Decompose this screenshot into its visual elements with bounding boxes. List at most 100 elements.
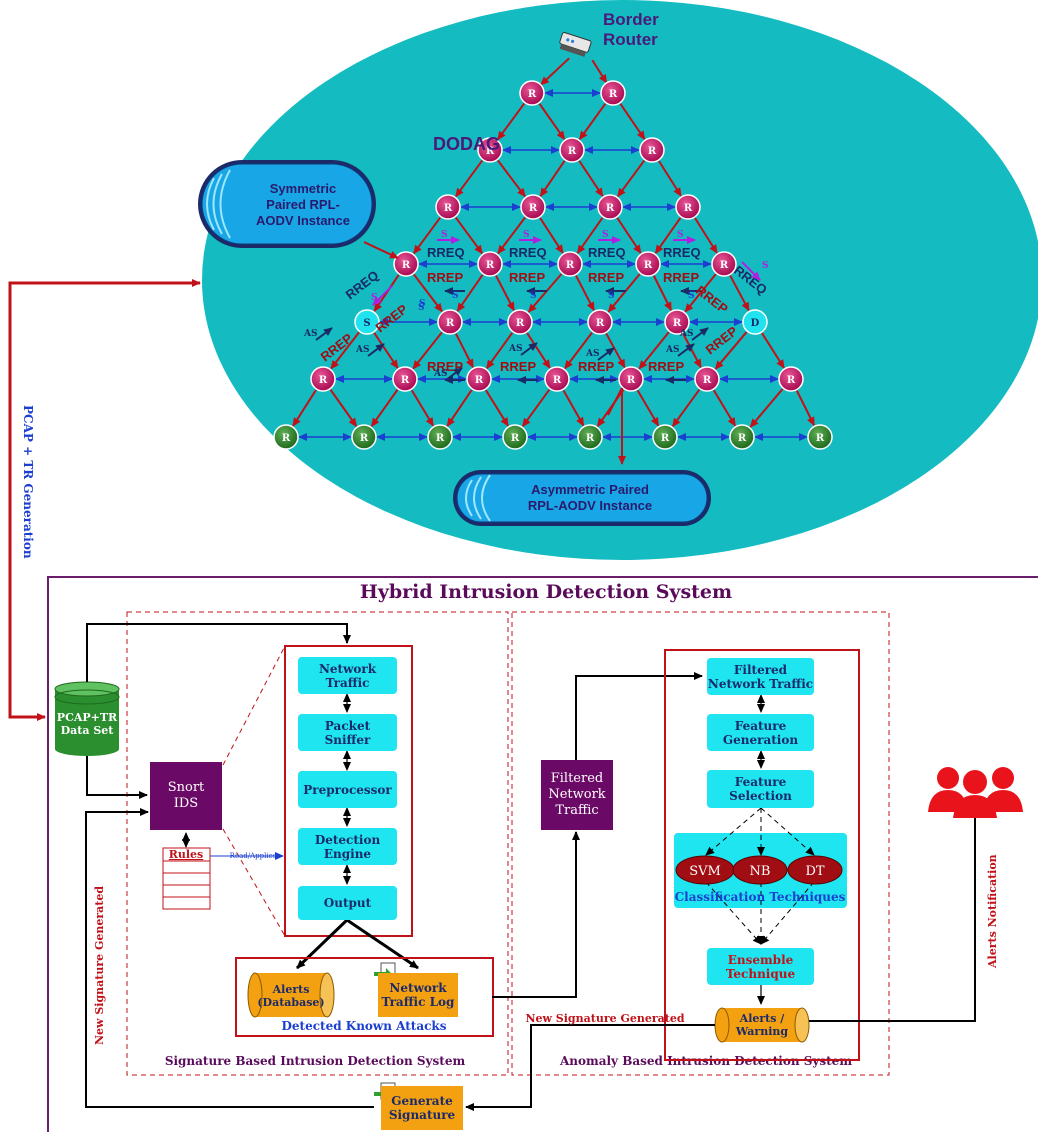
svg-text:R: R bbox=[816, 433, 825, 444]
leaf-node: R bbox=[577, 424, 603, 450]
rrep-label: RREP bbox=[663, 270, 699, 285]
as-tag: AS bbox=[303, 329, 317, 339]
svg-text:R: R bbox=[529, 203, 538, 214]
dataset-cylinder-icon bbox=[54, 681, 120, 756]
as-tag: AS bbox=[433, 369, 447, 379]
router-node: R bbox=[597, 194, 623, 220]
svg-text:R: R bbox=[673, 318, 682, 329]
signature-region bbox=[126, 611, 509, 1076]
alerts-notification-label: Alerts Notification bbox=[986, 854, 999, 969]
router-node: R bbox=[639, 137, 665, 163]
alerts-database-icon bbox=[247, 972, 335, 1018]
svg-text:R: R bbox=[475, 375, 484, 386]
dodag-label: DODAG bbox=[433, 134, 500, 154]
router-node: R bbox=[587, 309, 613, 335]
svg-text:R: R bbox=[738, 433, 747, 444]
router-node: R bbox=[477, 137, 503, 163]
router-node: R bbox=[466, 366, 492, 392]
signature-region-title: Signature Based Intrusion Detection Syst… bbox=[165, 1054, 466, 1068]
svg-text:R: R bbox=[402, 260, 411, 271]
svg-text:R: R bbox=[648, 146, 657, 157]
svg-text:R: R bbox=[282, 433, 291, 444]
router-node: R bbox=[711, 251, 737, 277]
s-tag: S bbox=[762, 261, 769, 271]
s-tag: S bbox=[602, 230, 609, 240]
rrep-label: RREP bbox=[648, 359, 684, 374]
router-node: R bbox=[520, 194, 546, 220]
router-node: R bbox=[557, 251, 583, 277]
rreq-label: RREQ bbox=[509, 245, 547, 260]
source-node: S bbox=[354, 309, 380, 335]
s-tag: S bbox=[523, 230, 530, 240]
svg-text:R: R bbox=[661, 433, 670, 444]
router-node: R bbox=[559, 137, 585, 163]
svg-text:D: D bbox=[751, 318, 760, 329]
signature-step: Preprocessor bbox=[298, 771, 397, 808]
dt-label: DT bbox=[805, 864, 824, 879]
hybrid-ids-title: Hybrid Intrusion Detection System bbox=[360, 581, 732, 603]
leaf-node: R bbox=[729, 424, 755, 450]
svg-text:R: R bbox=[703, 375, 712, 386]
anomaly-region bbox=[511, 611, 890, 1076]
s-tag: S bbox=[441, 230, 448, 240]
detected-attacks-label: Detected Known Attacks bbox=[282, 1019, 447, 1033]
router-node: R bbox=[675, 194, 701, 220]
svm-label: SVM bbox=[689, 864, 721, 879]
s-tag: S bbox=[530, 291, 537, 301]
as-tag: AS bbox=[665, 345, 679, 355]
s-tag: S bbox=[452, 291, 459, 301]
rreq-label: RREQ bbox=[588, 245, 626, 260]
svg-text:R: R bbox=[436, 433, 445, 444]
router-node: R bbox=[778, 366, 804, 392]
svg-text:R: R bbox=[606, 203, 615, 214]
router-node: R bbox=[477, 251, 503, 277]
svg-text:R: R bbox=[401, 375, 410, 386]
network-area bbox=[202, 0, 1038, 560]
rrep-label: RREP bbox=[578, 359, 614, 374]
new-signature-mid-label: New Signature Generated bbox=[525, 1012, 684, 1025]
leaf-node: R bbox=[502, 424, 528, 450]
router-node: R bbox=[600, 80, 626, 106]
svg-text:R: R bbox=[486, 260, 495, 271]
alerts-database-label: Alerts(Database) bbox=[257, 983, 324, 1009]
hybrid-ids-outline bbox=[47, 576, 1038, 1132]
rreq-label: RREQ bbox=[427, 245, 465, 260]
symmetric-instance-icon bbox=[198, 160, 376, 248]
svg-text:S: S bbox=[363, 318, 370, 329]
router-node: R bbox=[437, 309, 463, 335]
as-tag: AS bbox=[585, 349, 599, 359]
nb-node bbox=[732, 855, 788, 885]
pcap-link bbox=[8, 281, 200, 721]
svg-text:R: R bbox=[360, 433, 369, 444]
rules-table bbox=[162, 847, 211, 910]
svg-text:R: R bbox=[596, 318, 605, 329]
s-tag: S bbox=[677, 230, 684, 240]
classifier-arrows bbox=[705, 807, 815, 945]
s-tag: S bbox=[418, 303, 425, 313]
classifier-ellipses bbox=[675, 855, 843, 885]
s-tag: S bbox=[608, 291, 615, 301]
leaf-node: R bbox=[807, 424, 833, 450]
as-tag: AS bbox=[679, 329, 693, 339]
classification-label: Classification Techniques bbox=[675, 890, 846, 904]
svg-text:R: R bbox=[528, 89, 537, 100]
router-node: R bbox=[694, 366, 720, 392]
svg-text:R: R bbox=[444, 203, 453, 214]
s-tag: S bbox=[688, 291, 695, 301]
